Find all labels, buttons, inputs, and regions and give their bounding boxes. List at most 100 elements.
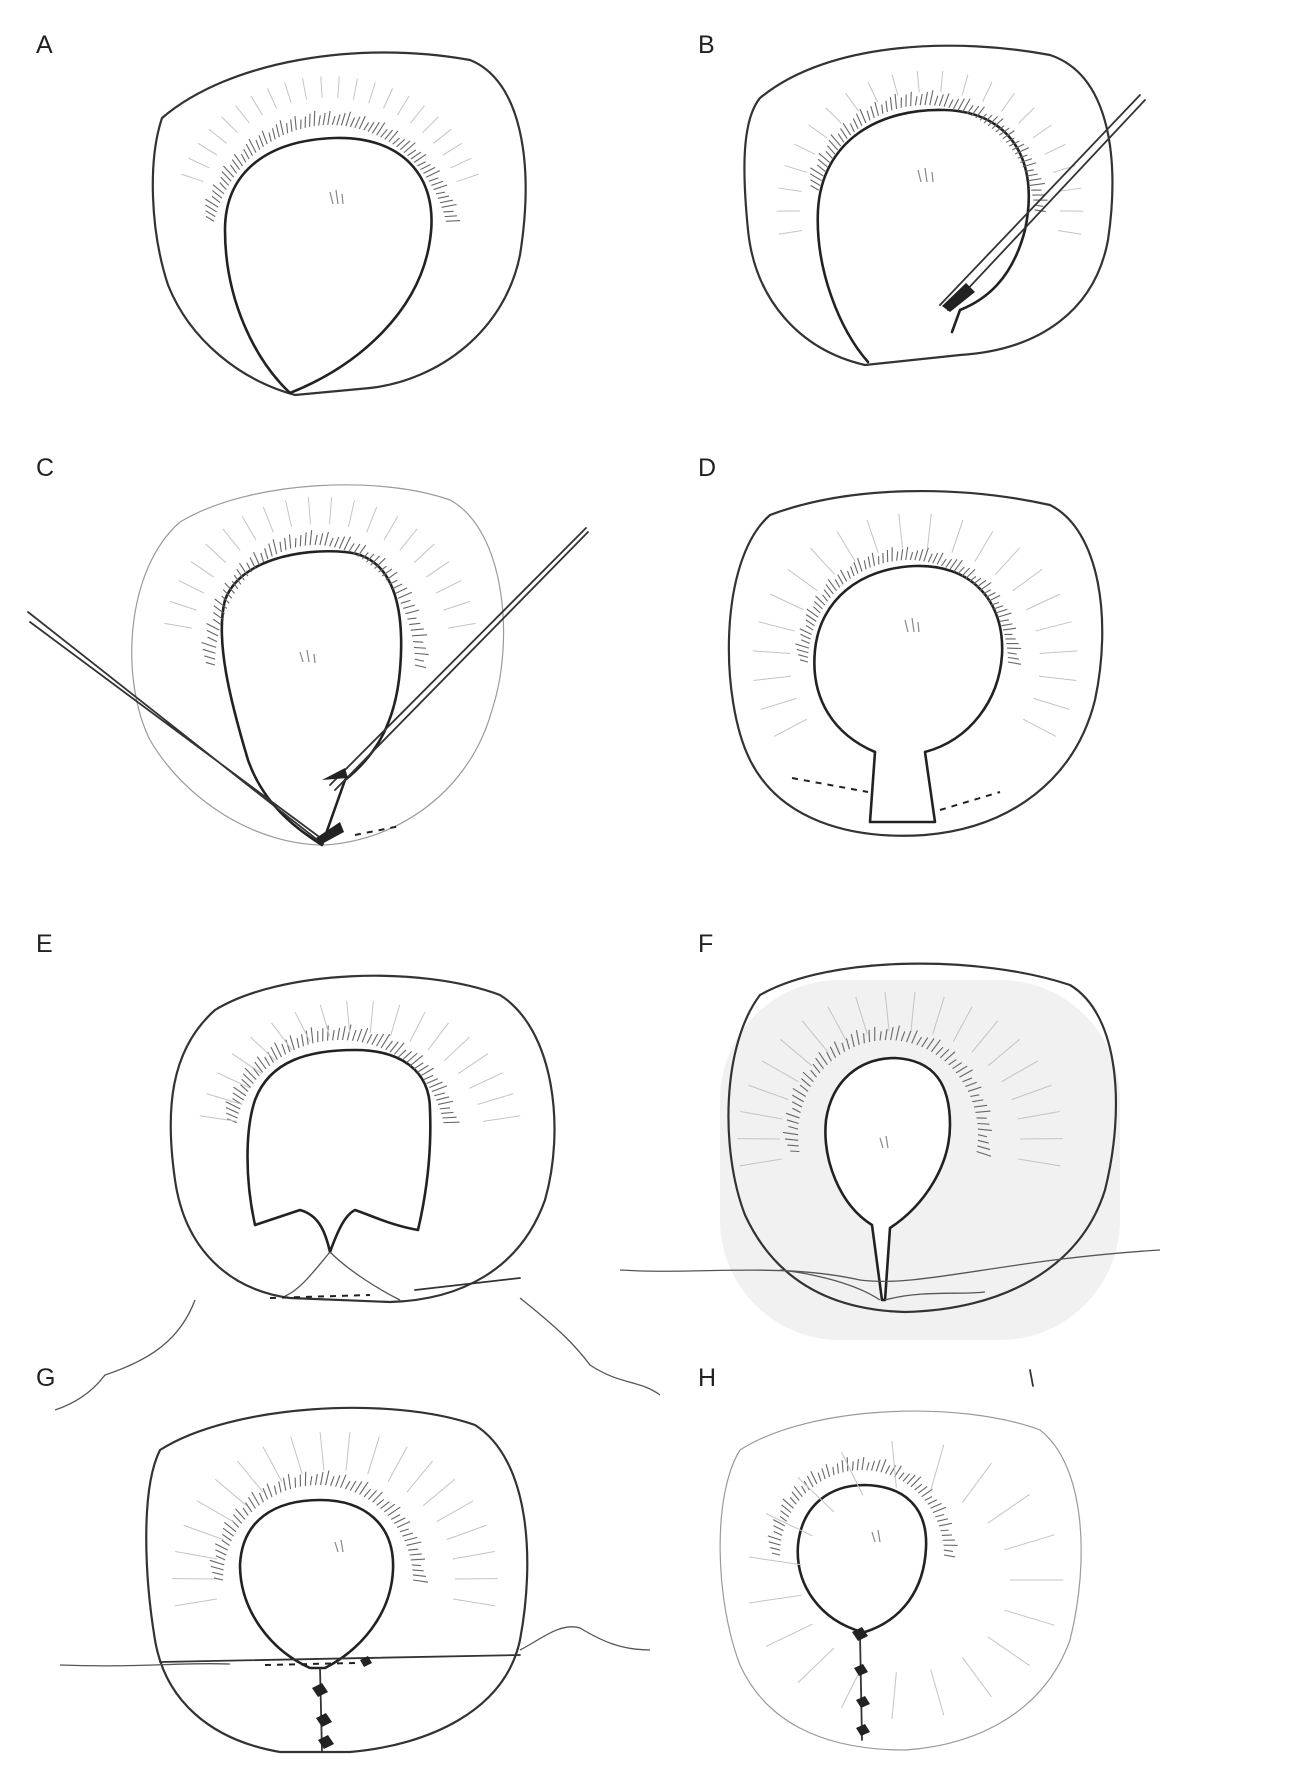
fringe-stroke	[415, 659, 424, 661]
radial-stroke	[931, 1445, 944, 1490]
fringe-stroke	[311, 1027, 313, 1043]
fringe-stroke	[420, 164, 430, 169]
fringe-stroke	[782, 1505, 791, 1513]
fringe-stroke	[393, 138, 400, 144]
radial-stroke	[867, 520, 878, 553]
fringe-stroke	[800, 634, 810, 639]
fringe-stroke	[958, 99, 964, 111]
fringe-stroke	[881, 1459, 886, 1472]
fringe-stroke	[290, 534, 291, 548]
fringe-stroke	[333, 1030, 335, 1040]
fringe-stroke	[269, 544, 273, 557]
fringe-stroke	[407, 150, 415, 156]
radial-stroke	[368, 1437, 380, 1475]
fringe-stroke	[939, 94, 943, 106]
lumen-b	[818, 110, 1029, 362]
fringe-stroke	[287, 123, 288, 133]
radial-stroke	[447, 1525, 487, 1539]
fringe-stroke	[397, 139, 405, 147]
fringe-stroke	[376, 1034, 383, 1046]
fringe-stroke	[325, 532, 329, 546]
fringe-stroke	[410, 1554, 422, 1555]
suture-thread-e	[55, 1300, 195, 1410]
fringe-stroke	[204, 656, 215, 659]
fringe-stroke	[368, 122, 374, 132]
lumen-h	[798, 1485, 926, 1632]
fringe-stroke	[806, 625, 813, 630]
radial-stroke	[453, 1551, 495, 1558]
radial-stroke	[453, 1599, 495, 1606]
fringe-stroke	[280, 120, 283, 135]
fringe-stroke	[944, 93, 949, 106]
lumen-c	[222, 551, 401, 845]
fringe-stroke	[392, 584, 402, 589]
fringe-stroke	[935, 1515, 944, 1517]
fringe-stroke	[341, 1475, 346, 1488]
fringe-stroke	[962, 568, 970, 576]
fringe-stroke	[996, 609, 1008, 613]
fringe-stroke	[256, 140, 260, 150]
radial-stroke	[766, 1624, 813, 1646]
fringe-stroke	[364, 122, 369, 130]
fringe-stroke	[226, 1113, 237, 1118]
fringe-stroke	[413, 1575, 426, 1576]
fringe-stroke	[338, 1028, 340, 1040]
panel-label-d: D	[698, 454, 716, 482]
fringe-stroke	[394, 1518, 405, 1523]
fringe-stroke	[840, 570, 846, 582]
fringe-stroke	[442, 205, 457, 208]
fringe-stroke	[886, 1466, 890, 1474]
radial-stroke	[338, 76, 339, 98]
fringe-stroke	[231, 165, 237, 173]
fringe-stroke	[323, 113, 325, 125]
fringe-stroke	[876, 1460, 880, 1471]
fringe-stroke	[279, 1482, 281, 1493]
fringe-stroke	[774, 1531, 782, 1535]
radial-stroke	[308, 497, 310, 524]
radial-stroke	[411, 106, 425, 123]
fringe-stroke	[342, 1026, 345, 1040]
fringe-stroke	[1028, 179, 1041, 181]
fringe-stroke	[367, 1034, 372, 1043]
fringe-stroke	[315, 1474, 317, 1485]
fringe-stroke	[405, 1537, 418, 1540]
radial-stroke	[197, 1501, 233, 1522]
fringe-stroke	[352, 1030, 356, 1041]
fringe-stroke	[350, 118, 354, 127]
fringe-stroke	[214, 1578, 223, 1580]
fringe-stroke	[254, 552, 260, 565]
incision-dash-left-d	[792, 778, 868, 792]
fringe-stroke	[429, 178, 439, 181]
fringe-stroke	[953, 99, 958, 109]
fringe-stroke	[211, 1566, 224, 1570]
fringe-stroke	[259, 1493, 263, 1502]
radial-stroke	[892, 1672, 896, 1719]
fringe-stroke	[867, 111, 870, 121]
radial-stroke	[975, 531, 993, 561]
fringe-stroke	[400, 1529, 409, 1532]
fringe-stroke	[321, 1472, 324, 1485]
fringe-stroke	[858, 558, 862, 571]
fringe-stroke	[922, 1489, 933, 1496]
fringe-stroke	[939, 1523, 952, 1526]
fringe-stroke	[295, 116, 296, 130]
fringe-stroke	[851, 566, 855, 576]
fringe-stroke	[1008, 653, 1017, 654]
radial-stroke	[1001, 93, 1014, 111]
fringe-stroke	[853, 119, 858, 129]
fringe-stroke	[802, 1486, 806, 1493]
radial-stroke	[388, 1447, 407, 1482]
fringe-stroke	[297, 1038, 299, 1048]
fringe-stroke	[800, 629, 812, 635]
fringe-stroke	[319, 115, 321, 125]
radial-stroke	[448, 623, 476, 628]
panel-label-e: E	[36, 930, 53, 958]
suture-line-e	[415, 1278, 520, 1290]
fringe-stroke	[246, 1503, 252, 1512]
radial-stroke	[982, 82, 991, 102]
fringe-stroke	[852, 1461, 853, 1470]
fringe-stroke	[414, 1063, 423, 1069]
radial-stroke	[995, 548, 1019, 574]
fringe-stroke	[806, 620, 815, 626]
fringe-stroke	[818, 159, 827, 167]
